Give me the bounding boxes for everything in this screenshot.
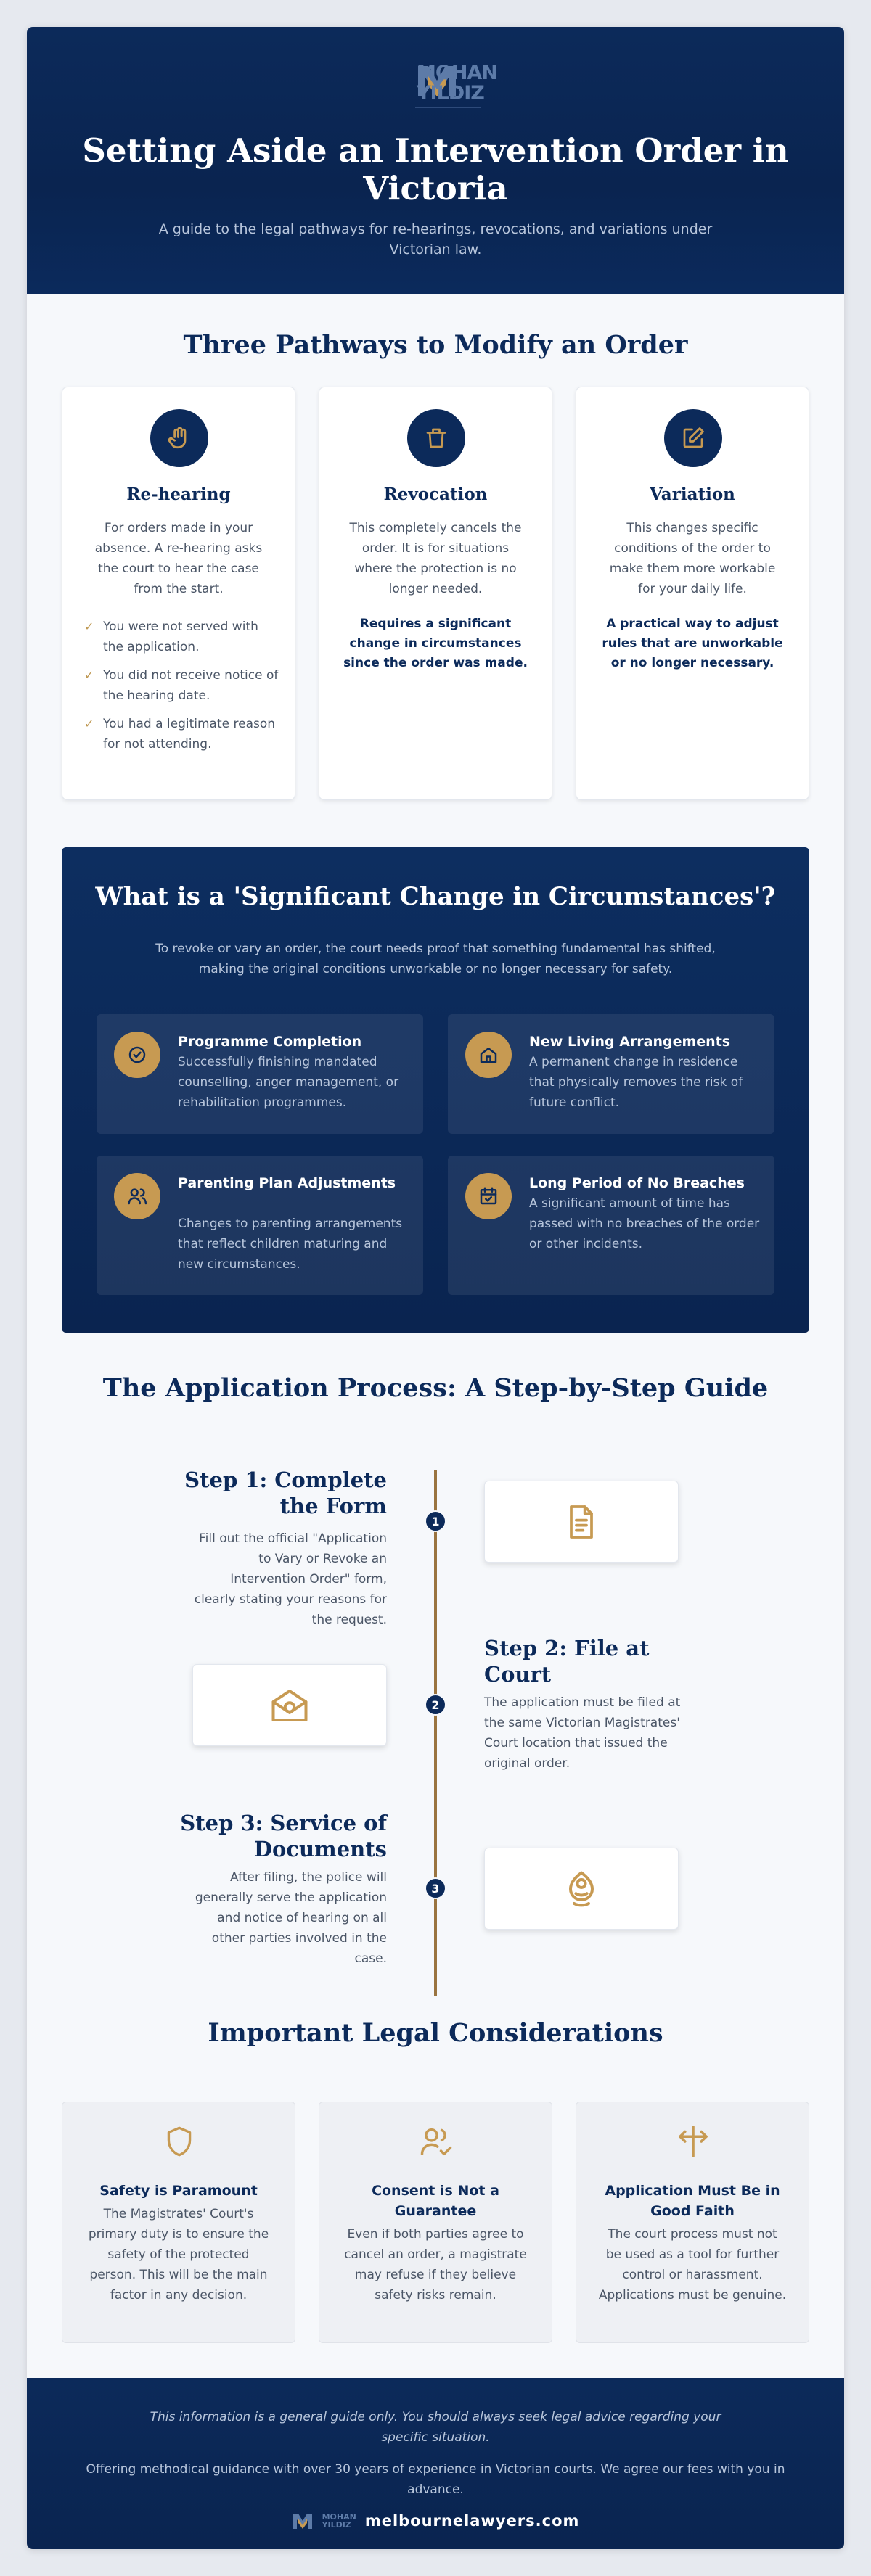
footer-brand: MOHAN YILDIZ melbournelawyers.com: [27, 2510, 844, 2532]
significant-change-intro: To revoke or vary an order, the court ne…: [155, 942, 716, 976]
step-2-marker: 2: [425, 1694, 446, 1716]
logo-mark-icon: [418, 66, 456, 96]
footer-logo-text-line-1: MOHAN: [322, 2512, 356, 2522]
change-card-title: Programme Completion: [178, 1034, 362, 1050]
consideration-text: The Magistrates' Court's primary duty is…: [88, 2207, 269, 2303]
footer-experience: Offering methodical guidance with over 3…: [86, 2462, 785, 2497]
list-item: ✓ You did not receive notice of the heari…: [84, 665, 280, 706]
step-3-icon-box: [484, 1848, 679, 1930]
rehearing-criteria-list: ✓ You were not served with the applicatio…: [84, 617, 280, 762]
significant-change-section: What is a 'Significant Change in Circums…: [62, 847, 809, 1333]
step-3-marker: 3: [425, 1877, 446, 1899]
shield-icon: [158, 2120, 201, 2163]
check-icon: ✓: [84, 668, 94, 682]
mail-open-icon: [271, 1689, 308, 1721]
list-item-text: You had a legitimate reason for not atte…: [103, 717, 276, 752]
pathway-title: Revocation: [383, 485, 488, 504]
change-card-title: New Living Arrangements: [529, 1034, 731, 1050]
change-card-programme: Programme Completion Successfully finish…: [97, 1014, 423, 1134]
footer-logo-icon: [293, 2514, 312, 2529]
pathway-description: For orders made in your absence. A re-he…: [94, 521, 263, 596]
users-icon: [114, 1173, 160, 1219]
pathway-description: This completely cancels the order. It is…: [349, 521, 522, 596]
step-3-text: After filing, the police will generally …: [195, 1870, 387, 1966]
page-subtitle: A guide to the legal pathways for re-hea…: [158, 221, 713, 258]
consideration-card-good-faith: Application Must Be in Good Faith The co…: [576, 2102, 809, 2343]
change-card-text: Successfully finishing mandated counsell…: [178, 1055, 399, 1110]
page-title: Setting Aside an Intervention Order in V…: [82, 131, 789, 207]
step-1-icon-box: [484, 1481, 679, 1563]
change-card-text: Changes to parenting arrangements that r…: [178, 1217, 403, 1272]
list-item-text: You did not receive notice of the hearin…: [103, 668, 279, 703]
step-1-title: Step 1: Complete the Form: [184, 1468, 387, 1518]
footer-disclaimer: This information is a general guide only…: [150, 2410, 721, 2445]
calendar-check-icon: [465, 1173, 512, 1219]
consideration-text: Even if both parties agree to cancel an …: [344, 2227, 527, 2303]
step-3-title: Step 3: Service of Documents: [180, 1811, 387, 1861]
pathway-requirement: Requires a significant change in circums…: [343, 617, 528, 670]
logo-text-line-2: YILDIZ: [417, 82, 485, 104]
trash-icon: [407, 409, 465, 467]
logo-text-line-1: MOHAN: [417, 62, 498, 84]
pathway-title: Re-hearing: [126, 485, 231, 504]
signpost-icon: [671, 2120, 715, 2163]
consideration-text: The court process must not be used as a …: [598, 2227, 787, 2303]
consideration-card-consent: Consent is Not a Guarantee Even if both …: [319, 2102, 552, 2343]
pathway-card-rehearing: Re-hearing For orders made in your absen…: [62, 387, 295, 800]
change-card-title: Parenting Plan Adjustments: [178, 1175, 396, 1191]
pathway-card-variation: Variation This changes specific conditio…: [576, 387, 809, 800]
consideration-card-safety: Safety is Paramount The Magistrates' Cou…: [62, 2102, 295, 2343]
change-card-title: Long Period of No Breaches: [529, 1175, 745, 1191]
list-item: ✓ You had a legitimate reason for not att…: [84, 714, 280, 754]
footer-logo-text-line-2: YILDIZ: [322, 2520, 351, 2530]
timeline-line: [434, 1470, 437, 1996]
pathway-card-revocation: Revocation This completely cancels the o…: [319, 387, 552, 800]
consideration-title: Application Must Be in Good Faith: [605, 2183, 780, 2219]
hand-icon: [150, 409, 208, 467]
step-1-text: Fill out the official "Application to Va…: [194, 1531, 387, 1627]
process-title: The Application Process: A Step-by-Step …: [102, 1373, 769, 1403]
list-item-text: You were not served with the application…: [103, 620, 258, 654]
check-icon: ✓: [84, 620, 94, 633]
considerations-title: Important Legal Considerations: [208, 2018, 663, 2048]
logo: MOHAN YILDIZ: [372, 59, 502, 110]
logo-underline: [415, 107, 481, 108]
footer-logo-text: MOHAN YILDIZ: [322, 2513, 356, 2529]
change-card-text: A significant amount of time has passed …: [529, 1196, 760, 1251]
step-2-icon-box: [192, 1664, 387, 1746]
consideration-title: Consent is Not a Guarantee: [372, 2183, 499, 2219]
consideration-title: Safety is Paramount: [99, 2183, 258, 2199]
pathway-title: Variation: [650, 485, 735, 504]
step-1-marker: 1: [425, 1510, 446, 1532]
user-check-icon: [414, 2120, 458, 2163]
significant-change-title: What is a 'Significant Change in Circums…: [95, 882, 776, 911]
home-icon: [465, 1032, 512, 1078]
list-item: ✓ You were not served with the applicatio…: [84, 617, 280, 657]
check-circle-icon: [114, 1032, 160, 1078]
check-icon: ✓: [84, 717, 94, 731]
logo-text: MOHAN YILDIZ: [417, 62, 498, 104]
footer: This information is a general guide only…: [27, 2378, 844, 2549]
document-icon: [570, 1505, 593, 1539]
hand-person-icon: [569, 1871, 594, 1906]
change-card-living: New Living Arrangements A permanent chan…: [448, 1014, 774, 1134]
footer-site-link[interactable]: melbournelawyers.com: [364, 2512, 580, 2530]
pathways-title: Three Pathways to Modify an Order: [183, 330, 688, 360]
header: MOHAN YILDIZ Setting Aside an Interventi…: [27, 27, 844, 294]
infographic-page: MOHAN YILDIZ Setting Aside an Interventi…: [27, 27, 844, 2549]
change-card-no-breaches: Long Period of No Breaches A significant…: [448, 1156, 774, 1295]
pathway-description: This changes specific conditions of the …: [609, 521, 776, 596]
step-2-title: Step 2: File at Court: [484, 1636, 650, 1687]
change-card-parenting: Parenting Plan Adjustments Changes to pa…: [97, 1156, 423, 1295]
step-2-text: The application must be filed at the sam…: [484, 1695, 681, 1771]
change-card-text: A permanent change in residence that phy…: [529, 1055, 743, 1110]
edit-icon: [664, 409, 722, 467]
pathway-requirement: A practical way to adjust rules that are…: [602, 617, 783, 670]
